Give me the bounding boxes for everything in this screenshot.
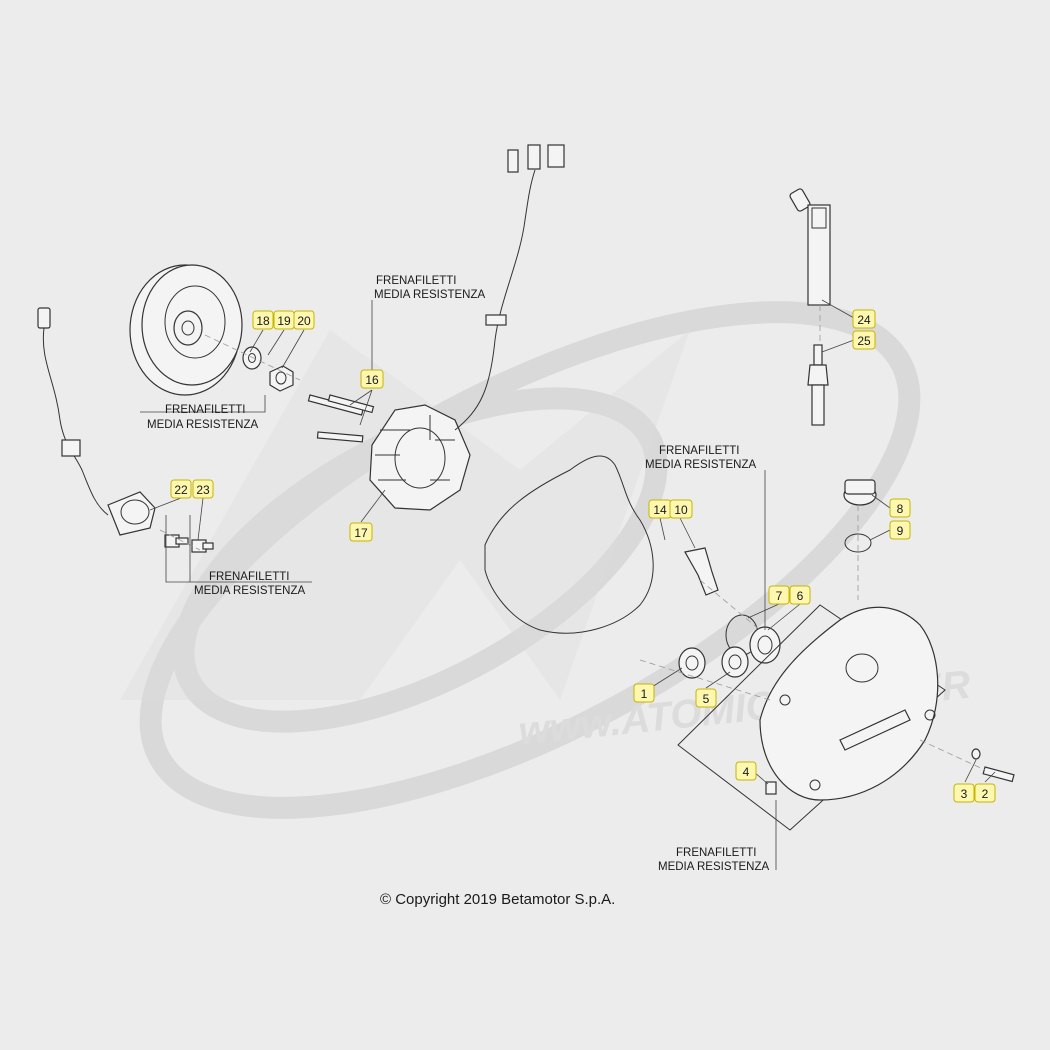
svg-text:5: 5 [703,692,710,706]
callout-17[interactable]: 17 [349,522,373,542]
callout-25[interactable]: 25 [852,330,876,350]
svg-text:20: 20 [297,314,311,328]
ignition-cover [677,604,946,831]
svg-text:24: 24 [857,313,871,327]
svg-text:MEDIA RESISTENZA: MEDIA RESISTENZA [374,289,486,301]
gasket-14 [484,455,654,634]
callout-2[interactable]: 2 [974,783,996,803]
threadlocker-note-stator: FRENAFILETTI MEDIA RESISTENZA [374,275,486,301]
callout-22[interactable]: 22 [170,479,192,499]
svg-text:19: 19 [277,314,291,328]
callout-3[interactable]: 3 [953,783,975,803]
svg-text:10: 10 [674,503,688,517]
svg-text:1: 1 [641,687,648,701]
svg-text:6: 6 [797,589,804,603]
leader-lines [149,299,996,785]
svg-text:2: 2 [982,787,989,801]
callout-18[interactable]: 18 [252,310,274,330]
callout-16[interactable]: 16 [360,369,384,389]
svg-text:14: 14 [653,503,667,517]
svg-text:18: 18 [256,314,270,328]
callout-19[interactable]: 19 [273,310,295,330]
plug-8 [843,479,877,506]
threadlocker-note-flywheel: FRENAFILETTI MEDIA RESISTENZA [147,404,259,431]
callout-5[interactable]: 5 [695,688,717,708]
stator-cable [454,144,565,431]
oring-9 [844,533,872,553]
spark-plug [807,344,829,426]
callout-6[interactable]: 6 [789,585,811,605]
svg-text:23: 23 [196,483,210,497]
svg-text:MEDIA RESISTENZA: MEDIA RESISTENZA [194,585,306,597]
callout-14[interactable]: 14 [648,499,672,519]
nut-20 [269,365,294,392]
callout-1[interactable]: 1 [633,683,655,703]
svg-text:3: 3 [961,787,968,801]
screw-2-washer-3 [971,748,1015,783]
svg-text:FRENAFILETTI: FRENAFILETTI [376,275,457,287]
bearing-1 [678,647,706,679]
seal-6 [749,626,781,664]
callout-8[interactable]: 8 [889,498,911,518]
svg-text:MEDIA RESISTENZA: MEDIA RESISTENZA [645,459,757,471]
callout-10[interactable]: 10 [669,499,693,519]
svg-text:FRENAFILETTI: FRENAFILETTI [659,445,740,457]
copyright-text: © Copyright 2019 Betamotor S.p.A. [380,891,615,908]
pickup-sensor [37,307,156,536]
bolts-16 [307,394,375,443]
spark-plug-cap [789,188,831,306]
threadlocker-note-dowel: FRENAFILETTI MEDIA RESISTENZA [658,847,770,873]
svg-text:FRENAFILETTI: FRENAFILETTI [209,571,290,583]
callouts: 18 19 20 16 17 22 23 24 [170,309,996,803]
note-leaders [140,300,777,870]
svg-text:16: 16 [365,373,379,387]
clip-10 [684,547,719,596]
svg-text:7: 7 [776,589,783,603]
dowel-4 [765,781,777,795]
svg-text:MEDIA RESISTENZA: MEDIA RESISTENZA [658,861,770,873]
bearing-5 [721,646,749,678]
callout-23[interactable]: 23 [192,479,214,499]
svg-text:25: 25 [857,334,871,348]
svg-text:17: 17 [354,526,368,540]
flywheel [129,264,243,396]
svg-text:9: 9 [897,524,904,538]
callout-4[interactable]: 4 [735,761,757,781]
callout-24[interactable]: 24 [852,309,876,329]
svg-text:4: 4 [743,765,750,779]
callout-9[interactable]: 9 [889,520,911,540]
callout-20[interactable]: 20 [293,310,315,330]
washer-18 [242,346,262,370]
svg-text:FRENAFILETTI: FRENAFILETTI [676,847,757,859]
threadlocker-note-pickup: FRENAFILETTI MEDIA RESISTENZA [194,571,306,597]
assembly-lines [159,305,986,771]
svg-text:22: 22 [174,483,188,497]
svg-text:8: 8 [897,502,904,516]
screws-22-23 [164,534,214,553]
svg-text:MEDIA RESISTENZA: MEDIA RESISTENZA [147,419,259,431]
callout-7[interactable]: 7 [768,585,790,605]
svg-text:FRENAFILETTI: FRENAFILETTI [165,404,246,416]
threadlocker-note-cover: FRENAFILETTI MEDIA RESISTENZA [645,445,757,471]
